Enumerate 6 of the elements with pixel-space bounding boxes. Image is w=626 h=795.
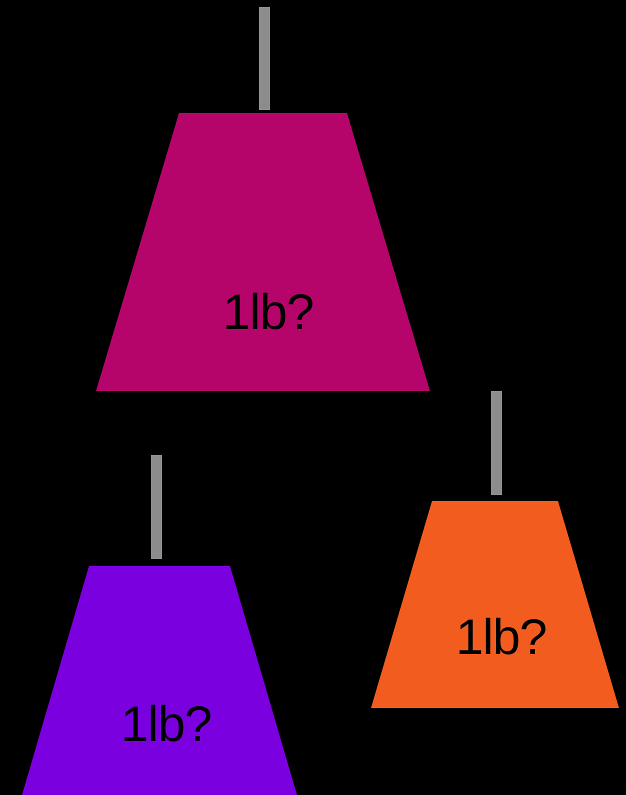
trapezoid-weight <box>371 501 619 708</box>
trapezoid-weight <box>96 113 430 391</box>
weight-label: 1lb? <box>120 699 212 749</box>
weight-label: 1lb? <box>456 612 546 662</box>
trapezoid-weight <box>22 566 297 795</box>
weight-label: 1lb? <box>222 287 314 337</box>
